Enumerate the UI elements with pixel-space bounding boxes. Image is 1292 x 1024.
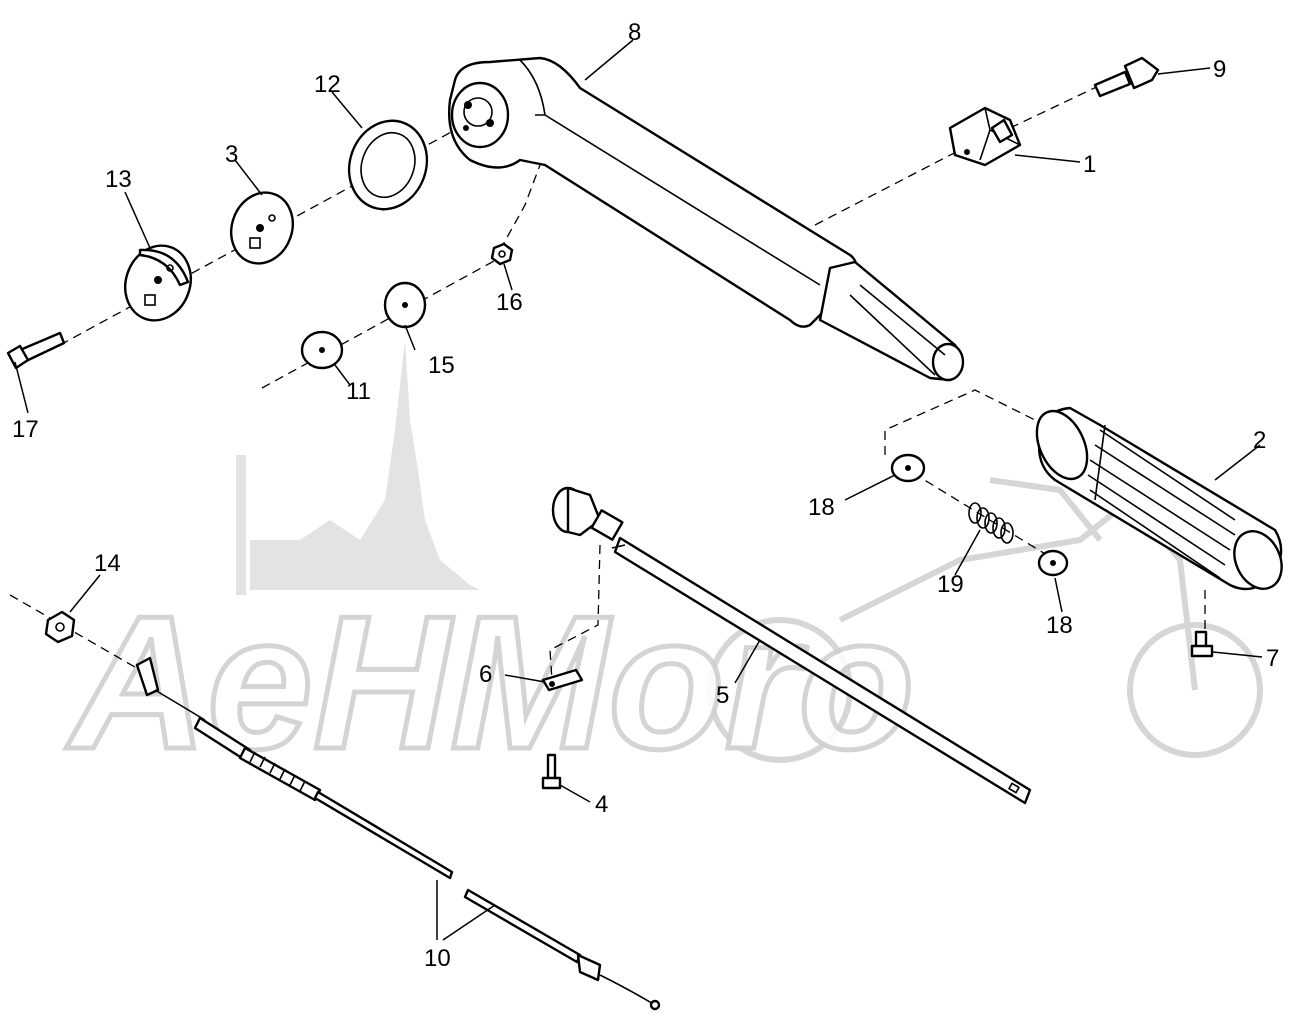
part-2-handle-grip bbox=[1035, 406, 1283, 591]
leader-lines bbox=[14, 39, 1263, 941]
callout-18-lower: 18 bbox=[1046, 612, 1073, 639]
part-14-nut bbox=[44, 610, 76, 644]
part-6-clip bbox=[541, 668, 584, 692]
part-16-nut bbox=[490, 242, 514, 266]
callout-7: 7 bbox=[1266, 645, 1279, 672]
callout-6: 6 bbox=[479, 661, 492, 688]
watermark-pole bbox=[236, 455, 246, 595]
callout-1: 1 bbox=[1083, 151, 1096, 178]
part-13-disc bbox=[124, 244, 192, 322]
watermark: AeHMoro bbox=[64, 340, 1263, 792]
part-18-washer-lower bbox=[1037, 549, 1069, 577]
callout-4: 4 bbox=[595, 791, 608, 818]
callout-18-upper: 18 bbox=[808, 494, 835, 521]
callout-2: 2 bbox=[1253, 427, 1266, 454]
callout-3: 3 bbox=[225, 141, 238, 168]
callout-12: 12 bbox=[314, 71, 341, 98]
part-9-bolt bbox=[1093, 56, 1160, 98]
part-8-tiller-arm bbox=[448, 56, 965, 382]
callout-17: 17 bbox=[12, 416, 39, 443]
part-19-spring bbox=[968, 502, 1014, 544]
watermark-text: AeHMoro bbox=[66, 577, 914, 789]
callout-9: 9 bbox=[1213, 56, 1226, 83]
callout-14: 14 bbox=[94, 550, 121, 577]
callout-5: 5 bbox=[716, 682, 729, 709]
part-12-ring bbox=[347, 119, 429, 211]
callout-11: 11 bbox=[346, 378, 371, 405]
part-7-screw bbox=[1190, 630, 1214, 658]
watermark-spire bbox=[250, 340, 480, 590]
part-17-screw bbox=[6, 331, 66, 370]
assembly-lines bbox=[9, 82, 1206, 696]
part-15-washer bbox=[383, 281, 427, 329]
callout-labels: 8 9 1 2 12 3 13 17 16 15 11 18 19 18 7 5… bbox=[12, 19, 1279, 972]
part-4-screw bbox=[541, 753, 562, 790]
callout-16: 16 bbox=[496, 289, 523, 316]
part-11-washer bbox=[300, 330, 344, 370]
part-3-plate bbox=[230, 191, 294, 265]
callout-8: 8 bbox=[628, 19, 641, 46]
callout-13: 13 bbox=[105, 166, 132, 193]
part-18-washer-upper bbox=[890, 453, 926, 483]
callout-19: 19 bbox=[937, 571, 964, 598]
part-5-shaft bbox=[551, 486, 1032, 805]
part-10-cable bbox=[135, 656, 661, 1011]
part-1-friction-block bbox=[948, 106, 1022, 167]
callout-10: 10 bbox=[424, 945, 451, 972]
callout-15: 15 bbox=[428, 352, 455, 379]
